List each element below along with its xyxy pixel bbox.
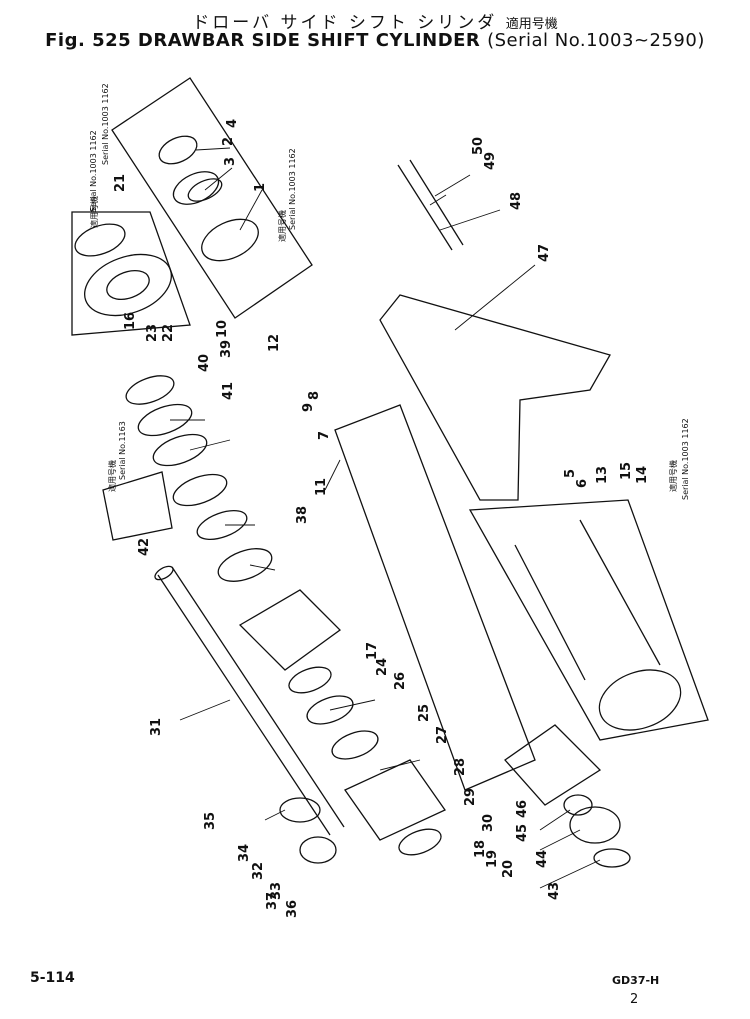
cylinder-tube-outline: [334, 404, 536, 791]
part-label-12: 12: [267, 334, 282, 352]
part-label-24: 24: [375, 658, 390, 676]
figure-title: Fig. 525 DRAWBAR SIDE SHIFT CYLINDER (Se…: [0, 30, 750, 51]
part-label-49: 49: [483, 152, 498, 170]
part-label-16: 16: [123, 312, 138, 330]
part-43-ring: [593, 848, 631, 868]
part-label-3: 3: [223, 157, 238, 166]
part-16-flange: [83, 253, 173, 317]
figure-label: Fig. 525 DRAWBAR SIDE SHIFT CYLINDER: [45, 30, 481, 51]
part-label-47: 47: [537, 244, 552, 262]
part-label-29: 29: [463, 788, 478, 806]
part-label-1: 1: [253, 183, 268, 192]
note-serial-right: Serial No.1003 1162: [681, 418, 690, 500]
part-label-30: 30: [481, 814, 496, 832]
part-label-31: 31: [149, 718, 164, 736]
part-1-sleeve: [201, 218, 259, 262]
part-3-ring: [187, 178, 223, 202]
part-label-34: 34: [237, 844, 252, 862]
part-label-11: 11: [314, 478, 329, 496]
part-label-43: 43: [547, 882, 562, 900]
part-label-4: 4: [225, 119, 240, 128]
note-japanese-1163: 適用号機: [107, 460, 117, 492]
part-label-46: 46: [515, 800, 530, 818]
part-label-37: 37: [265, 892, 280, 910]
drawing-code: GD37-H: [612, 974, 660, 987]
part-label-20: 20: [501, 860, 516, 878]
rod-thread-end: [154, 565, 174, 581]
inset-box-flange: [71, 211, 191, 336]
part-label-5: 5: [563, 469, 578, 478]
part-label-44: 44: [535, 850, 550, 868]
part-label-10: 10: [215, 320, 230, 338]
part-label-39: 39: [219, 340, 234, 358]
part-label-2: 2: [221, 137, 236, 146]
part-label-36: 36: [285, 900, 300, 918]
part-label-50: 50: [471, 137, 486, 155]
part-label-9: 9: [301, 403, 316, 412]
part-label-45: 45: [515, 824, 530, 842]
note-japanese-top: 適用号機: [89, 196, 99, 228]
serial-range: (Serial No.1003~2590): [487, 30, 705, 51]
part-34-rod-eye: [299, 836, 337, 864]
japanese-title: ドローバ サイド シフト シリンダ 適用号機: [0, 8, 750, 33]
part-label-19: 19: [485, 850, 500, 868]
part-21-oring: [74, 223, 126, 257]
part-label-8: 8: [307, 391, 322, 400]
part-2-cap: [158, 135, 198, 165]
mounting-plate: [379, 294, 611, 501]
part-45-ball: [563, 794, 593, 816]
note-serial-mid: Serial No.1003 1162: [288, 148, 297, 230]
inset-box-right: [468, 499, 709, 741]
part-label-40: 40: [197, 354, 212, 372]
part-label-21: 21: [113, 174, 128, 192]
part-label-42: 42: [137, 538, 152, 556]
inset-box-42: [102, 471, 173, 541]
part-label-17: 17: [365, 642, 380, 660]
part-label-25: 25: [417, 704, 432, 722]
part-label-14: 14: [635, 466, 650, 484]
part-label-33: 33: [269, 882, 284, 900]
part-label-27: 27: [435, 726, 450, 744]
part-label-15: 15: [619, 462, 634, 480]
sheet-number: 2: [630, 992, 639, 1007]
note-serial-top: Serial No.1003 1162: [101, 83, 110, 165]
part-label-32: 32: [251, 862, 266, 880]
part-label-18: 18: [473, 840, 488, 858]
part-label-35: 35: [203, 812, 218, 830]
japanese-serial-note: 適用号機: [505, 17, 558, 32]
note-japanese-mid: 適用号機: [277, 210, 287, 242]
part-label-38: 38: [295, 506, 310, 524]
note-serial-flange: Serial No.1003 1162: [89, 130, 98, 212]
right-inset-flange: [598, 669, 682, 731]
part-label-26: 26: [393, 672, 408, 690]
inset-box-top: [111, 77, 313, 319]
tube-end-block: [504, 724, 602, 806]
part-label-23: 23: [145, 324, 160, 342]
part-16-lower-flange: [238, 589, 341, 671]
japanese-title-text: ドローバ サイド シフト シリンダ: [192, 13, 498, 33]
part-label-28: 28: [453, 758, 468, 776]
note-japanese-right: 適用号機: [668, 460, 678, 492]
part-44-boot: [569, 806, 621, 844]
part-label-48: 48: [509, 192, 524, 210]
part-label-6: 6: [575, 479, 590, 488]
part-28-flange: [344, 759, 446, 841]
part-label-13: 13: [595, 466, 610, 484]
page-number: 5-114: [30, 970, 75, 986]
part-label-41: 41: [221, 382, 236, 400]
part-label-22: 22: [161, 324, 176, 342]
part-label-7: 7: [317, 431, 332, 440]
note-serial-1163: Serial No.1163: [118, 421, 127, 480]
